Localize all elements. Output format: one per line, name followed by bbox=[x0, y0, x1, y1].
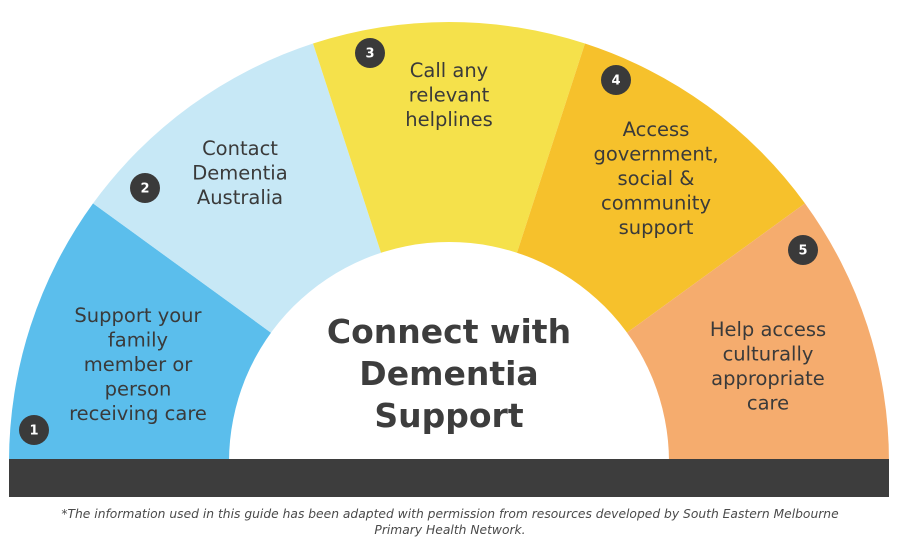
step-badge-circle-2 bbox=[130, 173, 160, 203]
center-disc bbox=[229, 242, 669, 462]
segment-1-line-4: person bbox=[105, 378, 172, 401]
segment-3 bbox=[313, 21, 585, 462]
step-badge-1: 1 bbox=[19, 415, 49, 445]
segment-5-line-3: appropriate bbox=[711, 367, 825, 390]
step-number-1: 1 bbox=[29, 424, 38, 439]
segment-1-line-3: member or bbox=[84, 353, 194, 376]
step-number-5: 5 bbox=[798, 244, 807, 259]
footnote-line-2: Primary Health Network. bbox=[374, 523, 526, 537]
segment-3-line-1: Call any bbox=[410, 59, 488, 82]
step-badge-5: 5 bbox=[788, 235, 818, 265]
segment-2-line-2: Dementia bbox=[192, 162, 287, 185]
footnote: *The information used in this guide has … bbox=[0, 506, 900, 538]
base-bar bbox=[9, 459, 889, 497]
footnote-line-1: *The information used in this guide has … bbox=[61, 507, 839, 521]
segment-2-line-3: Australia bbox=[197, 186, 283, 209]
segment-4-line-2: government, bbox=[593, 143, 718, 166]
center-title-line-1: Connect with bbox=[327, 312, 571, 351]
step-badge-circle-4 bbox=[601, 65, 631, 95]
segment-4-line-5: support bbox=[619, 216, 694, 239]
center-title-line-3: Support bbox=[374, 396, 523, 435]
segment-4-line-4: community bbox=[601, 192, 711, 215]
segment-3-line-3: helplines bbox=[405, 108, 493, 131]
segment-3-line-2: relevant bbox=[409, 84, 490, 107]
segment-1-line-5: receiving care bbox=[69, 402, 207, 425]
step-badge-3: 3 bbox=[355, 38, 385, 68]
step-number-2: 2 bbox=[140, 182, 149, 197]
segment-2-line-1: Contact bbox=[202, 137, 278, 160]
segment-5-line-2: culturally bbox=[723, 343, 814, 366]
segment-5-line-1: Help access bbox=[710, 318, 826, 341]
step-badge-circle-5 bbox=[788, 235, 818, 265]
step-badge-circle-1 bbox=[19, 415, 49, 445]
segment-1-line-2: family bbox=[108, 329, 168, 352]
segment-5-line-4: care bbox=[747, 392, 789, 415]
segment-4-line-3: social & bbox=[617, 167, 694, 190]
center-title-line-2: Dementia bbox=[359, 354, 538, 393]
segment-1-line-1: Support your bbox=[74, 304, 202, 327]
step-number-3: 3 bbox=[365, 47, 374, 62]
step-badge-4: 4 bbox=[601, 65, 631, 95]
step-badge-circle-3 bbox=[355, 38, 385, 68]
segment-4-line-1: Access bbox=[623, 118, 690, 141]
step-badge-2: 2 bbox=[130, 173, 160, 203]
step-number-4: 4 bbox=[611, 74, 620, 89]
